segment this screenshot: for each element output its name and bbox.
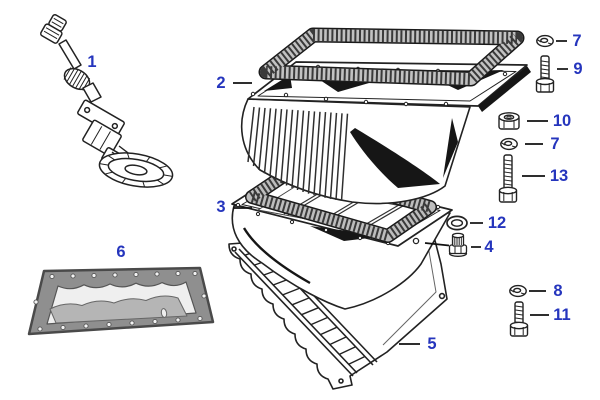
callout-5[interactable]: 5 — [427, 334, 437, 353]
bolt-13-drawing — [498, 154, 518, 203]
drain-plug-4-drawing — [448, 232, 468, 257]
callout-10[interactable]: 10 — [552, 111, 572, 130]
callout-6[interactable]: 6 — [116, 242, 126, 261]
callout-8[interactable]: 8 — [553, 281, 563, 300]
sealing-ring-12-drawing — [446, 215, 468, 231]
bolt-11-drawing — [509, 301, 529, 337]
callout-7b[interactable]: 7 — [550, 134, 560, 153]
callout-12[interactable]: 12 — [487, 213, 507, 232]
drain-hole — [412, 237, 420, 245]
spring-washer-7b-drawing — [500, 137, 518, 151]
callout-11[interactable]: 11 — [553, 305, 571, 324]
callout-1[interactable]: 1 — [87, 52, 97, 71]
callout-3[interactable]: 3 — [216, 197, 226, 216]
bolt-9-drawing — [535, 55, 555, 93]
spring-washer-8-drawing — [509, 284, 527, 298]
callout-2[interactable]: 2 — [216, 73, 226, 92]
callout-9[interactable]: 9 — [573, 59, 583, 78]
callout-4[interactable]: 4 — [484, 237, 494, 256]
upper-gasket-drawing — [258, 27, 525, 87]
spring-washer-7a-drawing — [536, 34, 554, 48]
nut-10-drawing — [498, 112, 520, 130]
side-gasket-drawing — [27, 266, 215, 336]
callout-13[interactable]: 13 — [549, 166, 569, 185]
callout-7a[interactable]: 7 — [572, 31, 582, 50]
oil-pump-drawing — [40, 14, 174, 188]
leader-lines — [233, 40, 568, 345]
